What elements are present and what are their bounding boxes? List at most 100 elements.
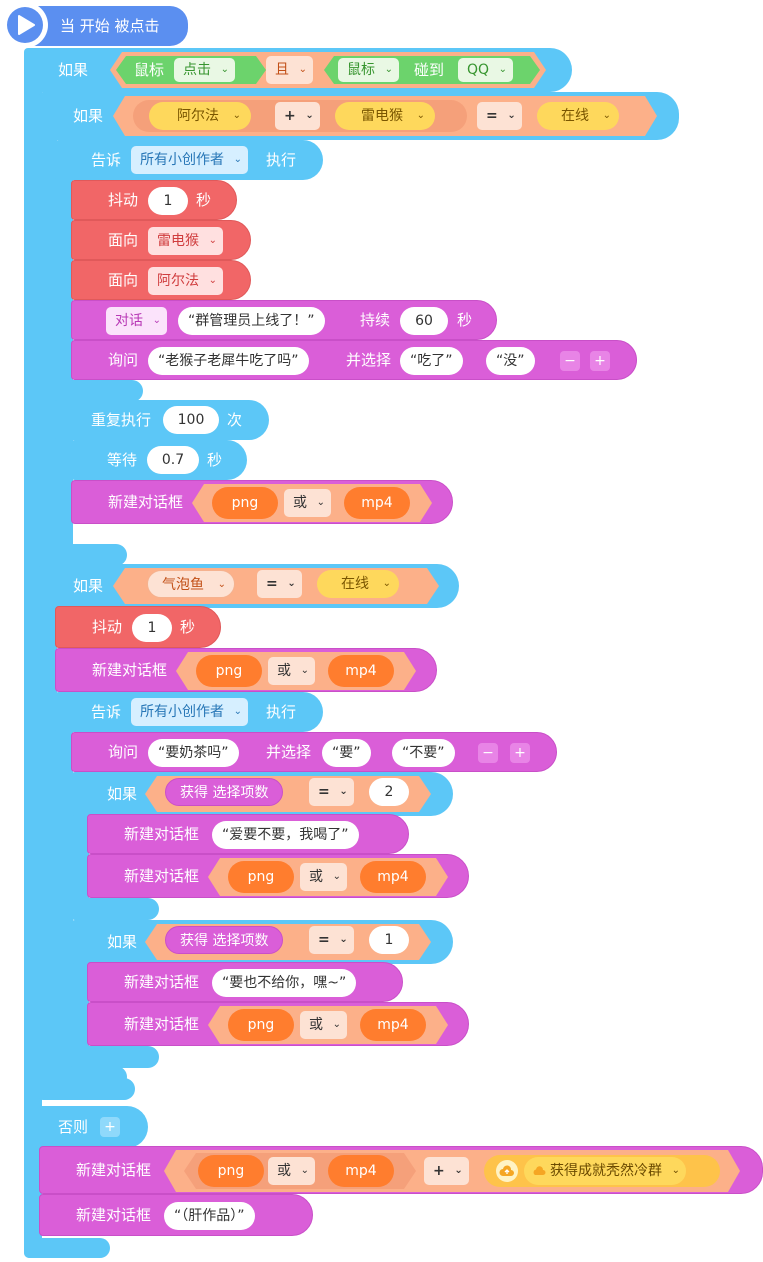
face2-block[interactable]: 面向 阿尔法⌄	[71, 260, 251, 300]
if5-get-choice-count[interactable]: 获得 选择项数	[165, 926, 284, 954]
shake2-block[interactable]: 抖动 1 秒	[55, 606, 221, 648]
ask1-option2-input[interactable]: “没”	[486, 347, 535, 375]
newbox2-mp4-value[interactable]: mp4	[328, 655, 394, 687]
if3-online-variable[interactable]: 在线⌄	[317, 570, 399, 598]
ask2-option2-input[interactable]: “不要”	[392, 739, 455, 767]
face1-block[interactable]: 面向 雷电猴⌄	[71, 220, 251, 260]
chevron-down-icon: ⌄	[382, 578, 391, 589]
else-add-branch-button[interactable]: +	[100, 1117, 120, 1137]
newbox8-text-input[interactable]: “（肝作品）”	[164, 1202, 255, 1230]
if3-equals-value: =	[266, 576, 278, 592]
hat-block[interactable]: 当 开始 被点击	[2, 2, 188, 48]
ask2-option1-input[interactable]: “要”	[322, 739, 371, 767]
newbox2-png-value[interactable]: png	[196, 655, 262, 687]
touch-target-dropdown[interactable]: QQ⌄	[458, 58, 513, 82]
repeat-count-input[interactable]: 100	[163, 406, 219, 434]
ask1-add-option-button[interactable]: +	[590, 351, 610, 371]
newbox1-png-value[interactable]: png	[212, 487, 278, 519]
ask1-remove-option-button[interactable]: −	[560, 351, 580, 371]
plus-dropdown[interactable]: +⌄	[275, 102, 320, 130]
newbox1-or-dropdown[interactable]: 或⌄	[284, 489, 331, 517]
tell2-block[interactable]: 告诉 所有小创作者⌄ 执行	[55, 692, 323, 732]
equals-value: =	[486, 108, 498, 124]
newbox1-block[interactable]: 新建对话框 png 或⌄ mp4	[71, 480, 453, 524]
say1-block[interactable]: 对话⌄ “群管理员上线了！” 持续 60 秒	[71, 300, 497, 340]
wait-input[interactable]: 0.7	[147, 446, 199, 474]
newbox1-mp4-value[interactable]: mp4	[344, 487, 410, 519]
tell2-target-dropdown[interactable]: 所有小创作者⌄	[131, 698, 248, 726]
face1-label: 面向	[108, 231, 139, 249]
if1-block[interactable]: 如果 鼠标 点击⌄ 且⌄ 鼠标⌄ 碰到 QQ⌄	[24, 48, 572, 92]
newbox4-mp4-value[interactable]: mp4	[360, 861, 426, 893]
newbox7-block[interactable]: 新建对话框 png 或⌄ mp4 +⌄ 获得成就秃然冷群⌄	[39, 1146, 763, 1194]
newbox2-or-dropdown[interactable]: 或⌄	[268, 657, 315, 685]
ask1-block[interactable]: 询问 “老猴子老犀牛吃了吗” 并选择 “吃了” “没” − +	[71, 340, 637, 380]
alpha-variable[interactable]: 阿尔法⌄	[149, 102, 251, 130]
if5-block[interactable]: 如果 获得 选择项数 =⌄ 1	[71, 920, 453, 964]
if3-equals-dropdown[interactable]: =⌄	[257, 570, 302, 598]
minus-icon: −	[564, 353, 576, 369]
ask1-question-input[interactable]: “老猴子老犀牛吃了吗”	[148, 347, 309, 375]
ask2-remove-option-button[interactable]: −	[478, 743, 498, 763]
face2-target-dropdown[interactable]: 阿尔法⌄	[148, 267, 223, 295]
if5-equals-dropdown[interactable]: =⌄	[309, 926, 354, 954]
if2-block[interactable]: 如果 阿尔法⌄ +⌄ 雷电猴⌄ =⌄ 在线⌄	[39, 92, 679, 140]
equals-dropdown[interactable]: =⌄	[477, 102, 522, 130]
newbox6-png-value[interactable]: png	[228, 1009, 294, 1041]
mouse-dropdown[interactable]: 鼠标⌄	[338, 58, 399, 82]
newbox6-or-dropdown[interactable]: 或⌄	[300, 1011, 347, 1039]
ask1-option1-input[interactable]: “吃了”	[400, 347, 463, 375]
say1-duration-input[interactable]: 60	[400, 307, 448, 335]
mouse-click-sensor[interactable]: 鼠标 点击⌄	[116, 56, 266, 84]
repeat-block[interactable]: 重复执行 100 次	[55, 400, 269, 440]
tell1-target-value: 所有小创作者	[140, 152, 224, 168]
cloud-variable-dropdown[interactable]: 获得成就秃然冷群⌄	[524, 1157, 686, 1185]
if4-get-choice-count[interactable]: 获得 选择项数	[165, 778, 284, 806]
if4-block[interactable]: 如果 获得 选择项数 =⌄ 2	[71, 772, 453, 816]
tell1-block[interactable]: 告诉 所有小创作者⌄ 执行	[55, 140, 323, 180]
if5-value-input[interactable]: 1	[369, 926, 409, 954]
newbox5-text-input[interactable]: “要也不给你，嘿~”	[212, 969, 357, 997]
newbox6-mp4-value[interactable]: mp4	[360, 1009, 426, 1041]
newbox6-block[interactable]: 新建对话框 png 或⌄ mp4	[87, 1002, 469, 1046]
if4-value-input[interactable]: 2	[369, 778, 409, 806]
pufferfish-variable[interactable]: 气泡鱼⌄	[147, 570, 235, 598]
newbox7-png-value[interactable]: png	[198, 1155, 264, 1187]
else-block[interactable]: 否则 +	[24, 1106, 148, 1148]
cloud-variable-block[interactable]: 获得成就秃然冷群⌄	[484, 1155, 720, 1187]
and-dropdown[interactable]: 且⌄	[266, 56, 313, 84]
if3-block[interactable]: 如果 气泡鱼⌄ =⌄ 在线⌄	[39, 564, 459, 608]
ask2-block[interactable]: 询问 “要奶茶吗” 并选择 “要” “不要” − +	[71, 732, 557, 772]
shake1-block[interactable]: 抖动 1 秒	[71, 180, 237, 220]
if4-equals-dropdown[interactable]: =⌄	[309, 778, 354, 806]
newbox8-block[interactable]: 新建对话框 “（肝作品）”	[39, 1194, 313, 1236]
chevron-down-icon: ⌄	[300, 1165, 309, 1176]
ask2-question-input[interactable]: “要奶茶吗”	[148, 739, 239, 767]
newbox3-text-input[interactable]: “爱要不要，我喝了”	[212, 821, 359, 849]
newbox2-mp4-text: mp4	[345, 663, 377, 679]
newbox5-block[interactable]: 新建对话框 “要也不给你，嘿~”	[87, 962, 403, 1002]
newbox1-label: 新建对话框	[108, 493, 184, 511]
say1-text-input[interactable]: “群管理员上线了！”	[178, 307, 325, 335]
plus-icon: +	[514, 745, 526, 761]
online-variable[interactable]: 在线⌄	[537, 102, 619, 130]
thunder-monkey-variable[interactable]: 雷电猴⌄	[335, 102, 435, 130]
newbox3-block[interactable]: 新建对话框 “爱要不要，我喝了”	[87, 814, 409, 854]
ask2-add-option-button[interactable]: +	[510, 743, 530, 763]
if4-equals-value: =	[318, 784, 330, 800]
face1-target-dropdown[interactable]: 雷电猴⌄	[148, 227, 223, 255]
say-mode-dropdown[interactable]: 对话⌄	[106, 307, 167, 335]
newbox7-plus-dropdown[interactable]: +⌄	[424, 1157, 469, 1185]
newbox7-mp4-value[interactable]: mp4	[328, 1155, 394, 1187]
tell1-target-dropdown[interactable]: 所有小创作者⌄	[131, 146, 248, 174]
newbox2-block[interactable]: 新建对话框 png 或⌄ mp4	[55, 648, 437, 692]
touch-sensor[interactable]: 鼠标⌄ 碰到 QQ⌄	[324, 56, 540, 84]
wait-block[interactable]: 等待 0.7 秒	[71, 440, 247, 480]
newbox4-png-value[interactable]: png	[228, 861, 294, 893]
newbox4-or-dropdown[interactable]: 或⌄	[300, 863, 347, 891]
click-dropdown[interactable]: 点击⌄	[174, 58, 235, 82]
newbox7-or-dropdown[interactable]: 或⌄	[268, 1157, 315, 1185]
shake1-input[interactable]: 1	[148, 187, 188, 215]
newbox4-block[interactable]: 新建对话框 png 或⌄ mp4	[87, 854, 469, 898]
shake2-input[interactable]: 1	[132, 614, 172, 642]
